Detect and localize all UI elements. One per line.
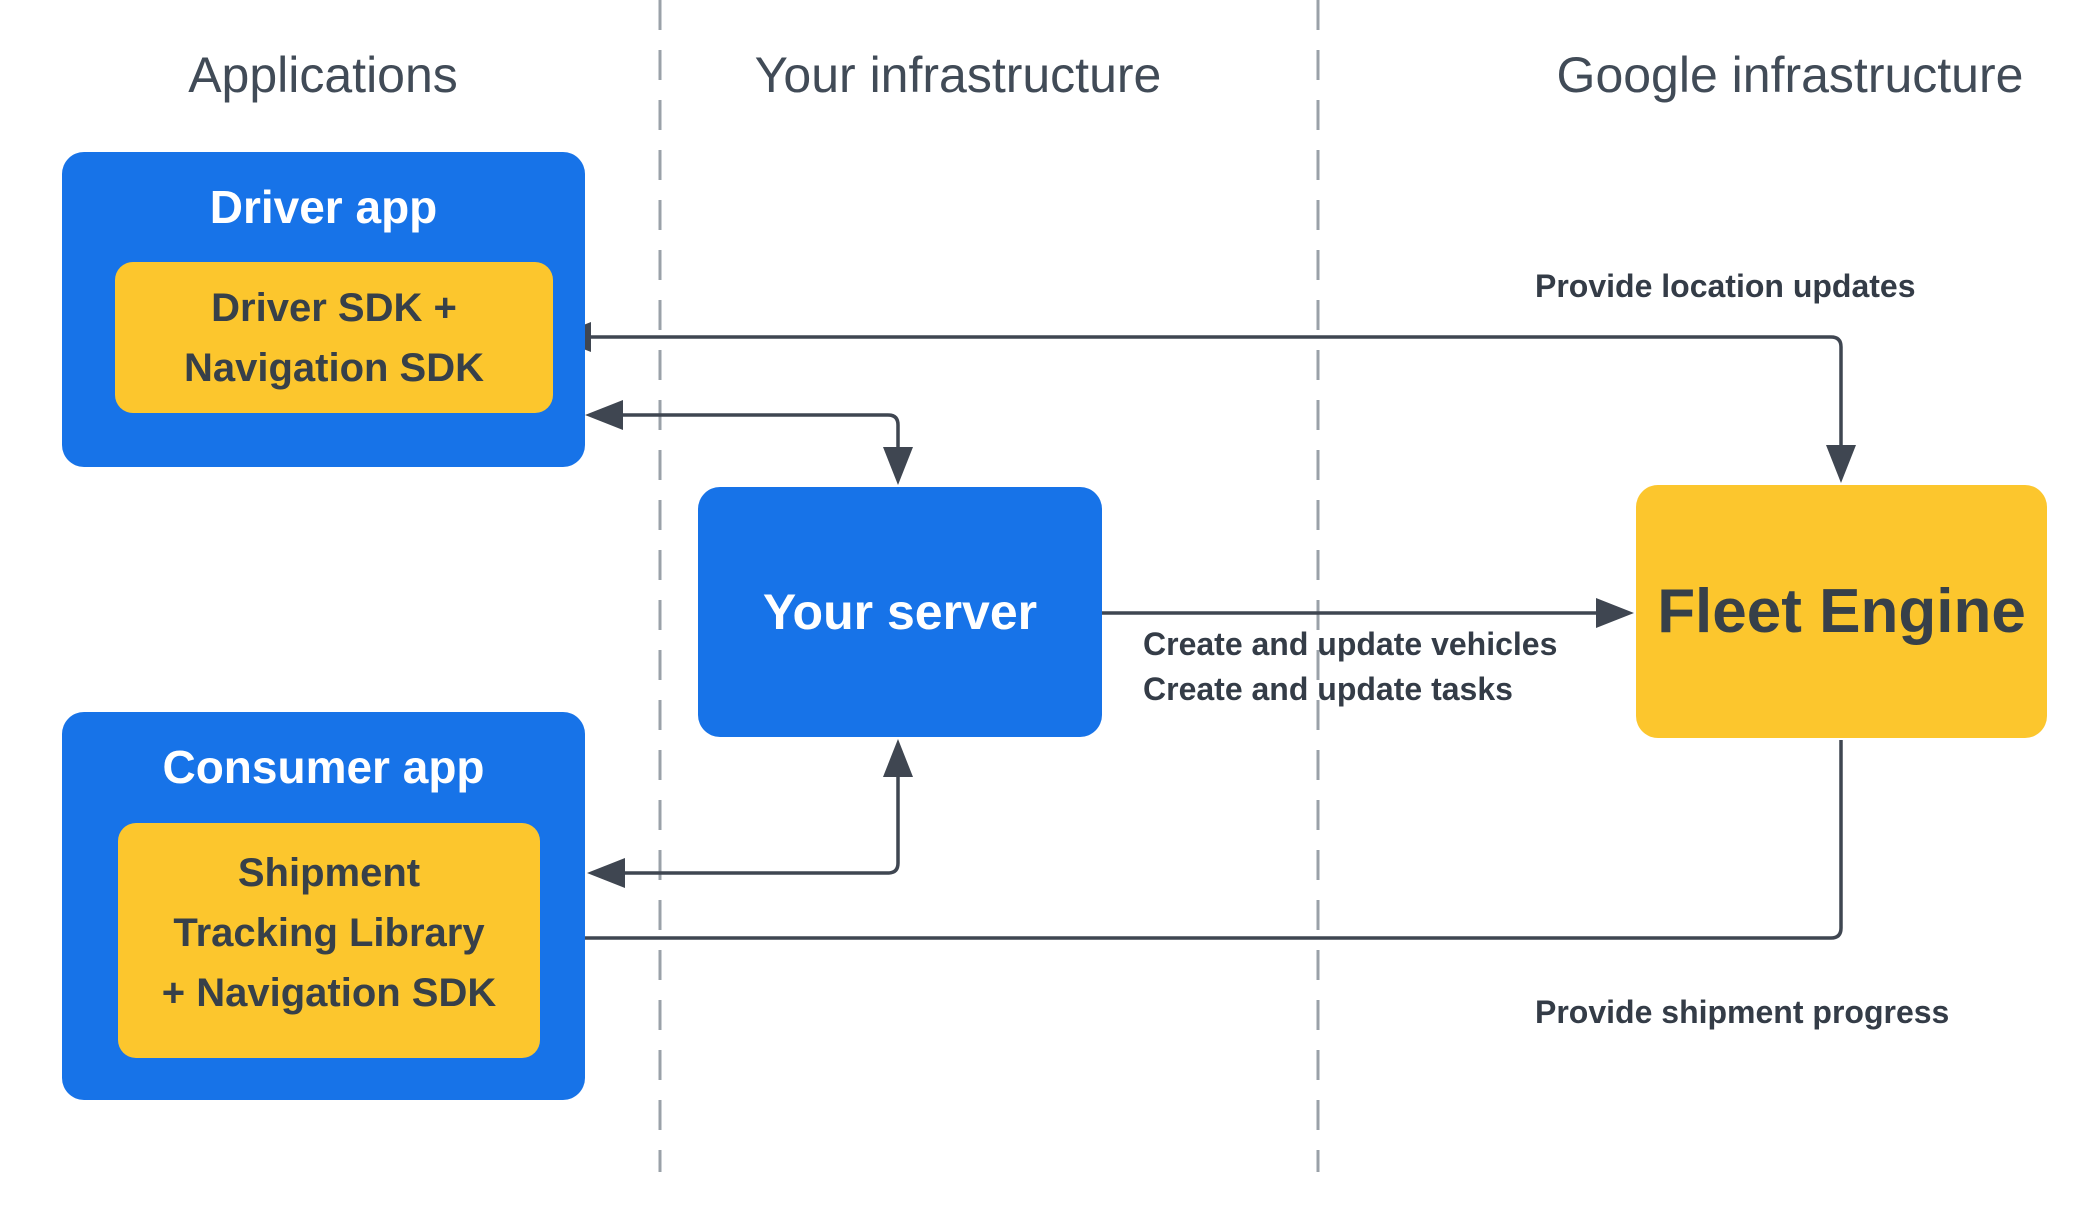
driver-sdk-line-1: Driver SDK + <box>211 286 457 330</box>
arrowhead-left-into-consumer-app-icon <box>587 858 625 888</box>
shipment-tracking-library-box: Shipment Tracking Library + Navigation S… <box>118 823 540 1058</box>
your-server-box: Your server <box>698 487 1102 737</box>
edge-driver-app-your-server <box>597 413 900 473</box>
driver-sdk-line-2: Navigation SDK <box>183 346 485 390</box>
edge-label-provide-location-updates: Provide location updates <box>1535 268 1916 304</box>
column-header-applications: Applications <box>188 47 458 103</box>
edge-location-updates <box>565 335 1843 471</box>
tracking-library-line-3: + Navigation SDK <box>161 971 497 1015</box>
arrowhead-down-into-fleet-engine-icon <box>1826 445 1856 483</box>
fleet-engine-box: Fleet Engine <box>1636 485 2047 738</box>
edge-label-create-tasks: Create and update tasks <box>1143 671 1513 707</box>
consumer-app-title: Consumer app <box>162 741 485 793</box>
arrowhead-down-into-your-server-icon <box>883 447 913 485</box>
arrowhead-left-into-driver-app-icon <box>585 400 623 430</box>
edge-label-provide-shipment-progress: Provide shipment progress <box>1535 994 1950 1030</box>
driver-sdk-box: Driver SDK + Navigation SDK <box>115 262 553 413</box>
tracking-library-line-2: Tracking Library <box>173 911 485 955</box>
arrowhead-up-into-your-server-icon <box>883 739 913 777</box>
arrowhead-right-into-fleet-engine-icon <box>1596 598 1634 628</box>
edge-consumer-app-your-server <box>599 751 900 875</box>
consumer-app-box: Consumer app Shipment Tracking Library +… <box>62 712 585 1100</box>
fleet-engine-title: Fleet Engine <box>1657 577 2026 646</box>
column-header-your-infrastructure: Your infrastructure <box>754 47 1162 103</box>
edge-shipment-progress <box>556 740 1843 940</box>
your-server-title: Your server <box>762 584 1038 640</box>
tracking-library-line-1: Shipment <box>237 851 421 895</box>
edge-label-create-update: Create and update vehicles Create and up… <box>1143 622 1557 712</box>
edge-label-create-vehicles: Create and update vehicles <box>1143 626 1558 662</box>
driver-app-title: Driver app <box>209 181 438 233</box>
driver-app-box: Driver app Driver SDK + Navigation SDK <box>62 152 585 467</box>
column-header-google-infrastructure: Google infrastructure <box>1556 47 2024 103</box>
